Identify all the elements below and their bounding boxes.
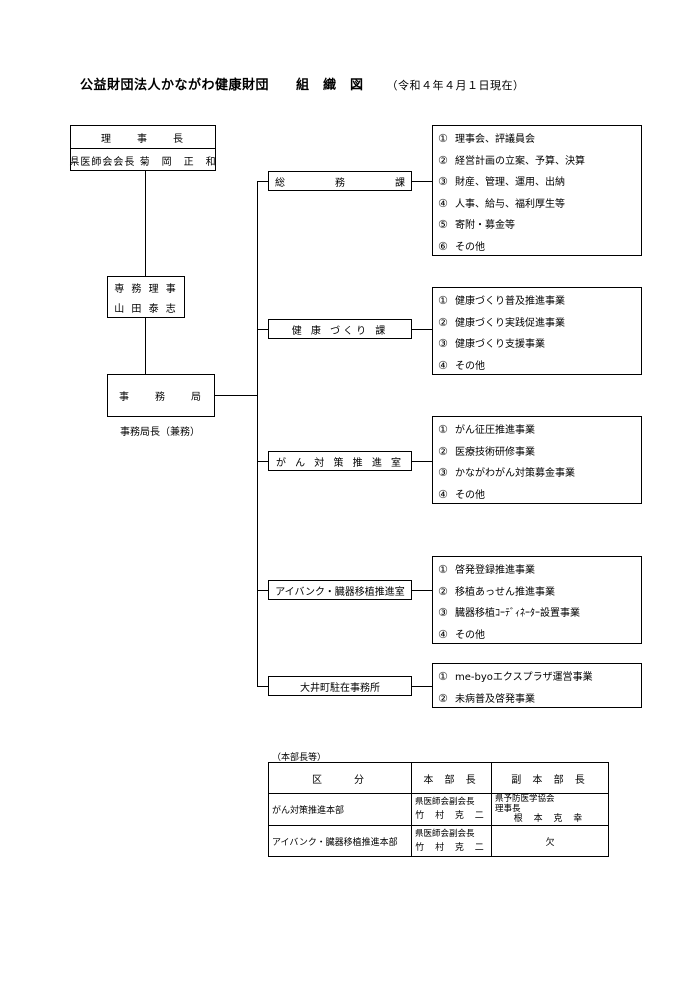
hq-header-category: 区 分 [268,762,412,794]
hq-table: 区 分 本 部 長 副 本 部 長 がん対策推進本部 県医師会副会長 竹 村 克… [268,762,609,857]
hq-category: がん対策推進本部 [268,793,412,826]
hq-caption: （本部長等） [272,753,327,763]
branch-health-promotion [257,329,268,330]
dept-cancer-control: が ん 対 策 推 進 室 [268,451,412,471]
secretariat-box: 事 務 局 [107,374,215,417]
executive-director-name: 山 田 泰 志 [114,303,178,315]
org-chart-title: 公益財団法人かながわ健康財団 組 織 図 [80,78,364,93]
branch-general-affairs [257,181,268,182]
dept-oi-resident-office: 大井町駐在事務所 [268,676,412,696]
as-of-date: （令和４年４月１日現在） [386,79,525,92]
executive-director-box: 専 務 理 事 山 田 泰 志 [107,276,185,318]
link-cancer-control-duties [412,461,432,462]
hq-head: 県医師会副会長 竹 村 克 二 [411,793,492,826]
link-eye-bank-duties [412,590,432,591]
dept-general-affairs: 総 務 課 [268,171,412,191]
hq-deputy: 欠 [491,825,609,857]
chairman-box: 理 事 長 県医師会会長 菊 岡 正 和 [69,125,217,171]
executive-director-title: 専 務 理 事 [114,283,178,295]
department-trunk-line [257,181,258,686]
dept-eye-bank-organ-transplant: アイバンク・臓器移植推進室 [268,580,412,600]
connector-chairman-director [145,171,146,276]
hq-table-header: 区 分 本 部 長 副 本 部 長 [268,762,609,794]
link-health-promotion-duties [412,329,432,330]
hq-head: 県医師会副会長 竹 村 克 二 [411,825,492,857]
table-row: アイバンク・臓器移植推進本部 県医師会副会長 竹 村 克 二 欠 [268,825,609,857]
dept-health-promotion: 健 康 づくり 課 [268,319,412,339]
table-row: がん対策推進本部 県医師会副会長 竹 村 克 二 県予防医学協会 理事長 根 本… [268,793,609,826]
hq-header-deputy: 副 本 部 長 [491,762,609,794]
hq-header-head: 本 部 長 [411,762,492,794]
branch-cancer-control [257,461,268,462]
secretariat-note: 事務局長（兼務） [120,427,200,438]
connector-secretariat-trunk [215,395,257,396]
branch-eye-bank [257,590,268,591]
hq-category: アイバンク・臓器移植推進本部 [268,825,412,857]
link-general-affairs-duties [412,181,432,182]
link-oi-office-duties [412,686,432,687]
chairman-title: 理 事 長 [71,126,215,149]
connector-director-secretariat [145,318,146,374]
page-title: 公益財団法人かながわ健康財団 組 織 図 （令和４年４月１日現在） [80,74,525,93]
branch-oi-office [257,686,268,687]
chairman-name: 県医師会会長 菊 岡 正 和 [69,156,217,168]
hq-deputy: 県予防医学協会 理事長 根 本 克 幸 [491,793,609,826]
